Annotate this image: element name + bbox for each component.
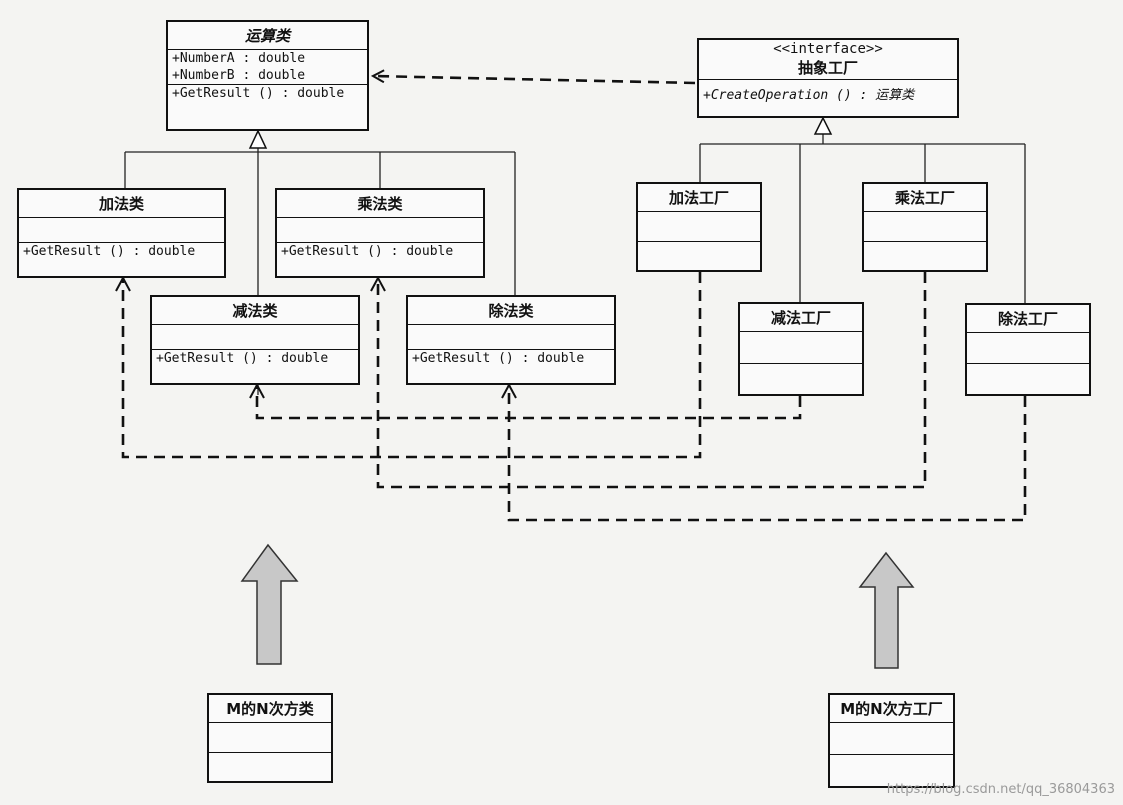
mul-factory[interactable]: 乘法工厂 [862,182,988,272]
extension-arrow-right [858,551,915,669]
div-class-methods: +GetResult () : double [408,350,614,383]
sub-factory[interactable]: 减法工厂 [738,302,864,396]
div-factory-attributes [967,333,1089,364]
mul-class[interactable]: 乘法类 +GetResult () : double [275,188,485,278]
mul-factory-attributes [864,212,986,242]
extension-arrow-left [240,543,299,665]
add-factory-attributes [638,212,760,242]
add-class-methods: +GetResult () : double [19,243,224,276]
sub-factory-methods [740,364,862,395]
div-class[interactable]: 除法类 +GetResult () : double [406,295,616,385]
sub-class-method: +GetResult () : double [156,351,329,366]
power-factory[interactable]: M的N次方工厂 [828,693,955,788]
mul-class-name: 乘法类 [277,190,483,218]
interface-stereotype: <<interface>> [773,41,883,57]
creation-dependency-arrowheads [115,275,517,399]
mul-factory-methods [864,242,986,271]
sub-class-name: 减法类 [152,297,358,325]
add-class-attributes [19,218,224,243]
power-class[interactable]: M的N次方类 [207,693,333,783]
abstract-factory-interface[interactable]: <<interface>> 抽象工厂 +CreateOperation () :… [697,38,959,118]
power-factory-attributes [830,723,953,755]
add-factory-methods [638,242,760,271]
creation-dependency-lines [121,272,1027,522]
mul-factory-name: 乘法工厂 [864,184,986,212]
mul-class-attributes [277,218,483,243]
add-class-method: +GetResult () : double [23,244,196,259]
abstract-factory-method: +CreateOperation () : 运算类 [703,88,915,103]
div-factory[interactable]: 除法工厂 [965,303,1091,396]
div-factory-methods [967,364,1089,394]
add-factory[interactable]: 加法工厂 [636,182,762,272]
sub-class[interactable]: 减法类 +GetResult () : double [150,295,360,385]
operation-class-attribute: +NumberA : double [172,51,306,66]
add-factory-name: 加法工厂 [638,184,760,212]
factory-inheritance-triangle [813,116,833,135]
add-class-name: 加法类 [19,190,224,218]
power-class-name: M的N次方类 [209,695,331,723]
div-class-method: +GetResult () : double [412,351,585,366]
sub-factory-attributes [740,332,862,364]
abstract-factory-header: <<interface>> 抽象工厂 [699,40,957,80]
factory-inheritance-lines [699,134,1026,303]
power-class-methods [209,753,331,782]
operation-class-name: 运算类 [168,22,367,50]
sub-factory-name: 减法工厂 [740,304,862,332]
div-factory-name: 除法工厂 [967,305,1089,333]
operation-class-method: +GetResult () : double [172,86,345,101]
watermark-text: https://blog.csdn.net/qq_36804363 [886,782,1115,797]
div-class-name: 除法类 [408,297,614,325]
operation-class-attributes: +NumberA : double +NumberB : double [168,50,367,85]
div-class-attributes [408,325,614,350]
sub-class-methods: +GetResult () : double [152,350,358,383]
power-factory-name: M的N次方工厂 [830,695,953,723]
mul-class-method: +GetResult () : double [281,244,454,259]
mul-class-methods: +GetResult () : double [277,243,483,276]
operation-class[interactable]: 运算类 +NumberA : double +NumberB : double … [166,20,369,131]
operation-class-attribute: +NumberB : double [172,68,306,83]
abstract-factory-name: 抽象工厂 [797,59,858,77]
power-class-attributes [209,723,331,753]
sub-class-attributes [152,325,358,350]
abstract-factory-methods: +CreateOperation () : 运算类 [699,80,957,116]
operation-inheritance-triangle [248,129,268,149]
operation-class-methods: +GetResult () : double [168,85,367,129]
add-class[interactable]: 加法类 +GetResult () : double [17,188,226,278]
factory-dependency-arrow [373,76,696,85]
